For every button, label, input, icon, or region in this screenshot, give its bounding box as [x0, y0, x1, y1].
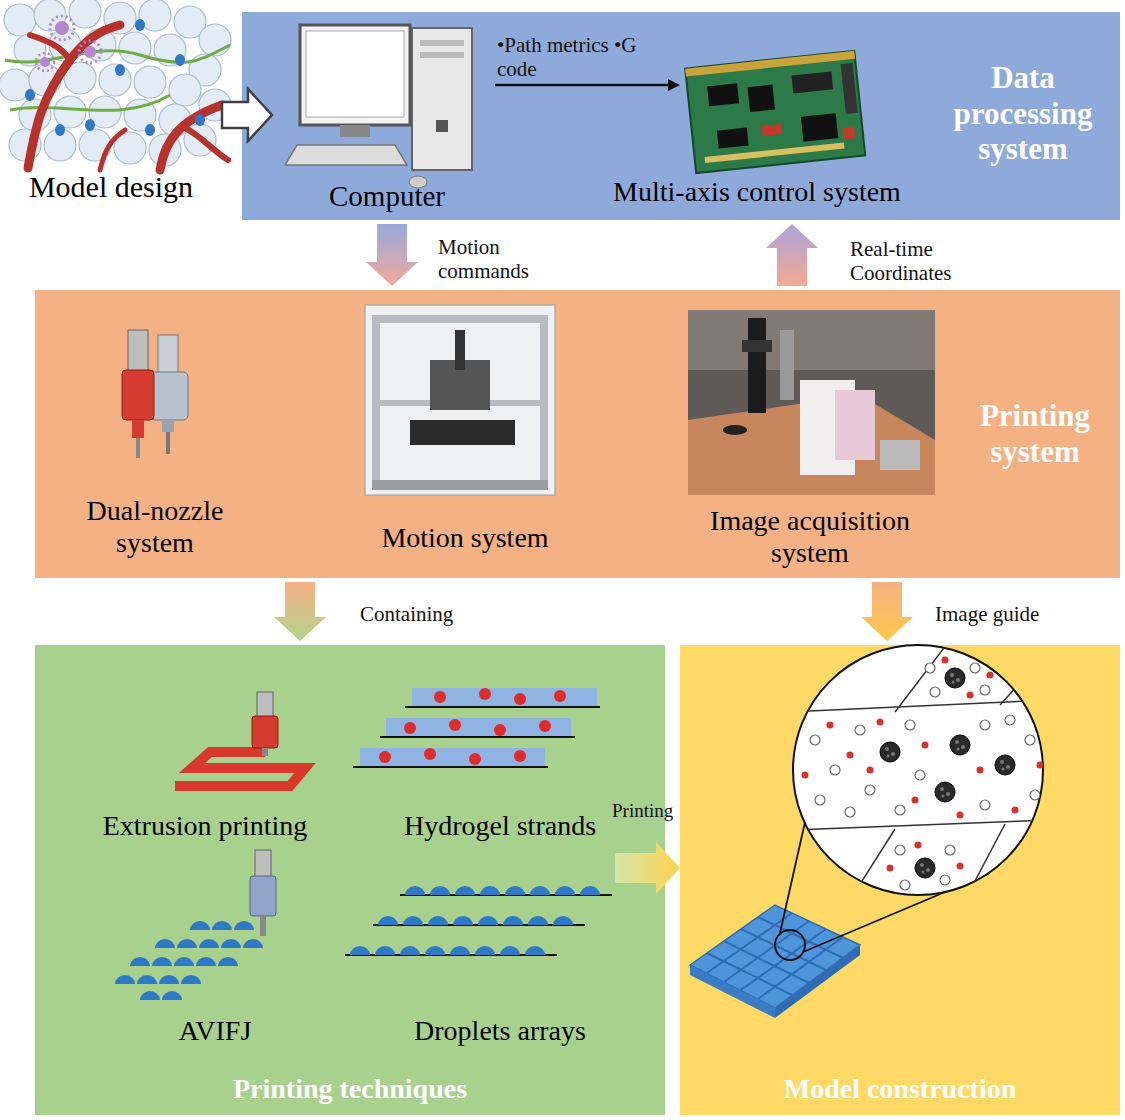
band-title: Printing system — [960, 398, 1110, 469]
edge-label: •Path metrics •G code — [497, 34, 637, 81]
technique-node: Extrusion printing — [65, 685, 345, 855]
system-band: Printing systemDual-nozzle system Motion … — [35, 290, 1120, 578]
band-title: Data processing system — [943, 60, 1103, 167]
block-arrow — [861, 582, 913, 641]
edge-label: Image guide — [935, 603, 1039, 627]
node-label: Model design — [0, 170, 222, 205]
node-label: Multi-axis control system — [572, 176, 942, 208]
technique-node: Hydrogel strands — [350, 675, 650, 855]
edge-label: Printing — [612, 800, 673, 821]
node-label: Motion system — [345, 522, 585, 554]
node-label: Droplets arrays — [350, 1015, 650, 1047]
edge-label: Motion commands — [438, 236, 548, 283]
band-title: Printing techniques — [35, 1073, 665, 1105]
illustration-node: Model design — [0, 0, 222, 215]
node-label: Image acquisition system — [670, 505, 950, 569]
node-label: AVIFJ — [95, 1015, 335, 1047]
block-arrow — [274, 582, 326, 641]
edge-label: Real-time Coordinates — [850, 238, 990, 285]
component-node: Image acquisition system — [670, 305, 950, 573]
block-arrow — [366, 224, 418, 286]
component-node: Motion system — [345, 302, 585, 562]
band-title: Model construction — [680, 1073, 1120, 1105]
block-arrow — [766, 224, 818, 286]
technique-node: AVIFJ — [95, 845, 335, 1055]
component-node: Computer — [287, 20, 487, 220]
system-band: Data processing systemComputer Multi-axis… — [242, 12, 1120, 220]
tissue-illustration — [0, 0, 231, 170]
node-label: Extrusion printing — [65, 810, 345, 842]
technique-panel: Printing techniques Extrusion printingHyd… — [35, 645, 665, 1115]
component-node: Dual-nozzle system — [55, 325, 255, 575]
node-label: Hydrogel strands — [350, 810, 650, 842]
node-label: Computer — [287, 180, 487, 213]
node-label: Dual-nozzle system — [55, 495, 255, 559]
component-node: Multi-axis control system — [572, 52, 942, 217]
construction-panel: Model construction — [680, 645, 1120, 1115]
edge-label: Containing — [360, 603, 453, 627]
technique-node: Droplets arrays — [350, 870, 650, 1055]
